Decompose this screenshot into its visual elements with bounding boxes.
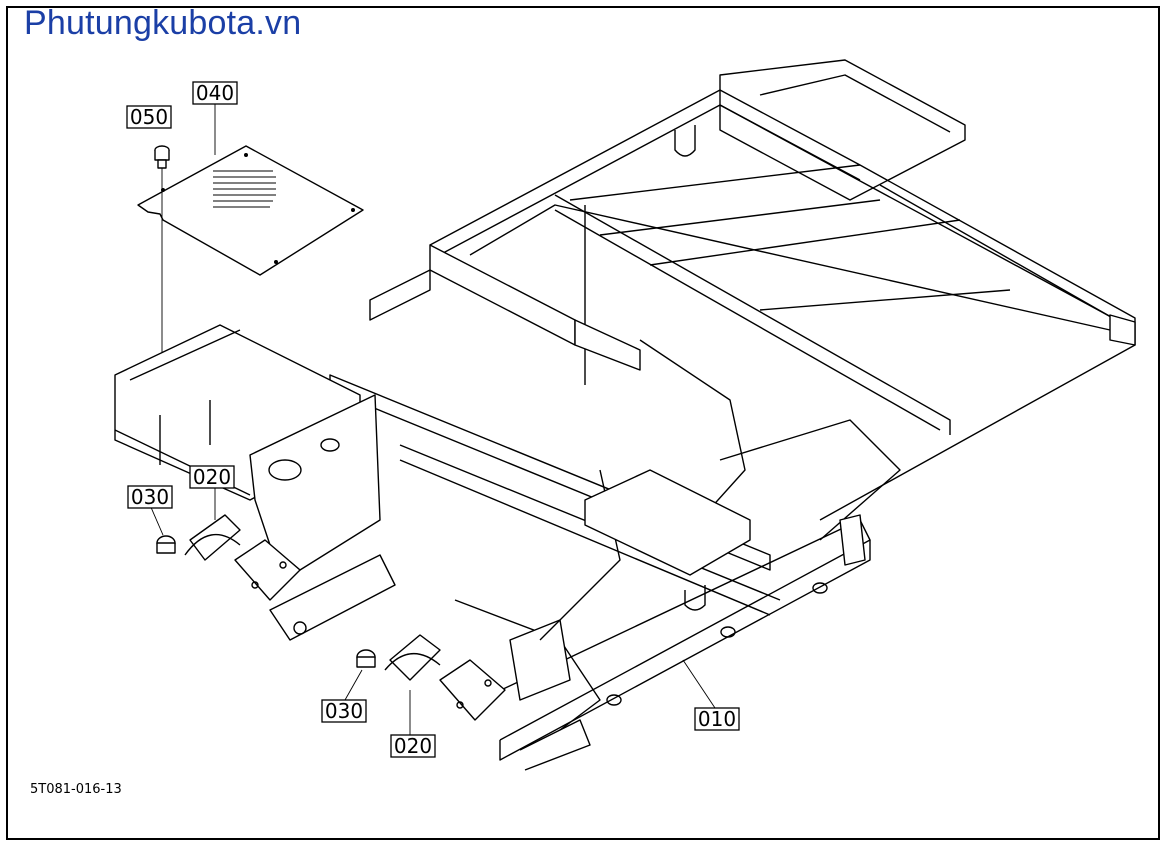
svg-text:010: 010 [698,707,736,731]
callout-030-left[interactable]: 030 [127,485,173,509]
site-title[interactable]: Phutungkubota.vn [24,4,302,42]
callout-020-left[interactable]: 020 [189,465,235,489]
drawing-code: 5T081-016-13 [30,782,122,797]
clamp-group-left [149,488,301,601]
cover-plate-040 [137,145,364,276]
svg-text:030: 030 [325,699,363,723]
callout-040[interactable]: 040 [192,81,238,105]
clamp-group-bottom [214,104,716,735]
callout-020-bottom[interactable]: 020 [390,734,436,758]
bolt-050 [154,145,170,378]
svg-text:040: 040 [196,81,234,105]
svg-text:020: 020 [193,465,231,489]
callout-010[interactable]: 010 [694,707,740,731]
svg-text:020: 020 [394,734,432,758]
svg-text:050: 050 [130,105,168,129]
callout-030-bottom[interactable]: 030 [321,699,367,723]
callout-050[interactable]: 050 [126,105,172,129]
main-frame-010 [114,59,1136,771]
svg-text:030: 030 [131,485,169,509]
